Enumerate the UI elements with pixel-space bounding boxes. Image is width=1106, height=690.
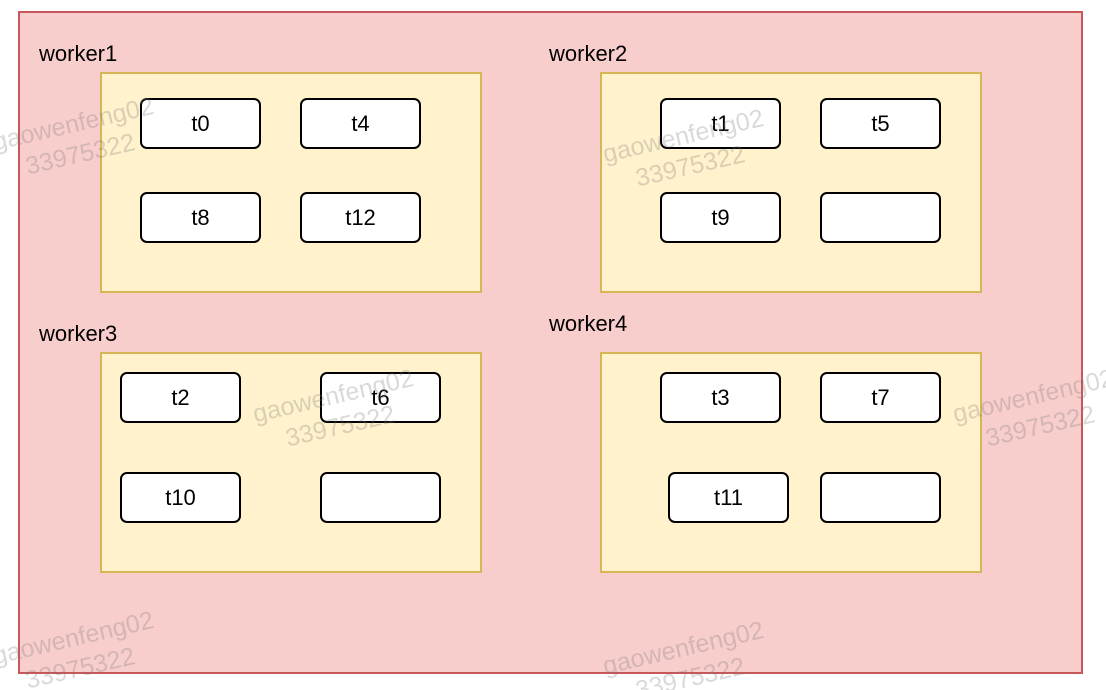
- task-empty-slot: [320, 472, 441, 523]
- task-empty-slot: [820, 472, 941, 523]
- task-empty-slot: [820, 192, 941, 243]
- task-t1: t1: [660, 98, 781, 149]
- task-t2: t2: [120, 372, 241, 423]
- worker4-label: worker4: [549, 311, 628, 336]
- task-t6: t6: [320, 372, 441, 423]
- task-t4: t4: [300, 98, 421, 149]
- task-t0: t0: [140, 98, 261, 149]
- worker3-label: worker3: [39, 321, 118, 346]
- task-t3: t3: [660, 372, 781, 423]
- task-t7: t7: [820, 372, 941, 423]
- worker1-label: worker1: [39, 41, 118, 66]
- worker2-label: worker2: [549, 41, 628, 66]
- task-t12: t12: [300, 192, 421, 243]
- task-t9: t9: [660, 192, 781, 243]
- task-t11: t11: [668, 472, 789, 523]
- task-t5: t5: [820, 98, 941, 149]
- task-t10: t10: [120, 472, 241, 523]
- task-t8: t8: [140, 192, 261, 243]
